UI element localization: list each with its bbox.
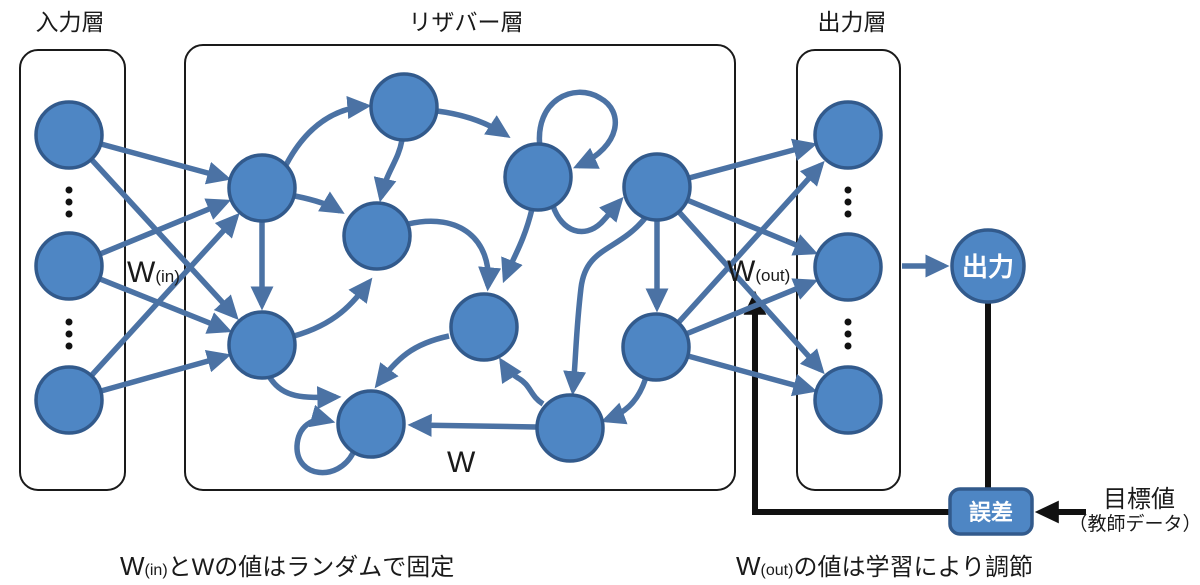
w-in-label: W(in) [127,256,180,289]
input-node [34,100,104,170]
caption-left: W(in)とWの値はランダムで固定 [120,551,454,581]
edge-e-h [563,215,649,396]
edge-in3-a [88,212,240,378]
edge-g-selfloop [294,404,356,476]
reservoir-node [622,152,692,222]
edge-j-g [374,333,450,389]
output-value-label: 出力 [962,252,1014,282]
output-nodes [813,100,883,435]
edge-c-j [407,218,502,292]
reservoir-edges [250,89,669,476]
edge-e-out2 [685,197,819,256]
input-node [34,231,104,301]
ellipsis-dots [65,318,73,350]
edge-in1-f [88,157,239,321]
caption-right: W(out)の値は学習により調節 [736,551,1033,581]
edge-a-b [283,95,372,167]
output-node [813,365,883,435]
output-layer-title: 出力層 [818,9,887,35]
edge-i-h [600,376,649,425]
output-node [813,100,883,170]
feedback-paths [743,290,1086,524]
edge-e-out1 [688,138,818,181]
error-to-wout-arrow [743,290,950,515]
reservoir-node [503,142,573,212]
reservoir-layer-title: リザバー層 [409,9,524,35]
edge-in3-f [100,349,232,394]
error-box [948,487,1034,536]
ellipsis-dots [844,318,852,350]
edge-in2-f [98,276,233,334]
w-out-label: W(out) [727,255,790,288]
reservoir-nodes [227,72,692,463]
output-node [813,232,883,302]
edge-i-out3 [687,353,818,397]
reservoir-node [621,312,691,382]
target-value-label: 目標値 [1103,486,1175,513]
reservoir-node [535,393,605,463]
reservoir-node [227,310,297,380]
input-weight-arrows [88,141,240,394]
teacher-data-label: （教師データ） [1068,513,1200,535]
edge-d-j [501,208,535,284]
output-weight-arrows [675,138,950,397]
input-node [34,365,104,435]
input-layer-title: 入力層 [36,9,105,35]
edge-e-out3 [676,210,825,375]
edge-in2-a [98,198,232,257]
reservoir-node [369,72,439,142]
ellipsis-dots [65,186,73,218]
edge-i-out1 [675,160,825,325]
edge-b-d [436,108,511,139]
edge-h-j [499,357,545,407]
edge-d-selfloop [536,89,618,169]
edge-b-c [373,139,405,203]
ellipsis-dots [844,186,852,218]
reservoir-node [227,153,297,223]
reservoir-node [449,292,519,362]
edge-in1-a [100,141,232,185]
edge-h-g [407,413,537,437]
edge-a-c [294,191,345,214]
edge-i-out2 [684,278,819,337]
error-label: 誤差 [969,500,1013,525]
edge-f-g [266,374,342,410]
w-label: W [447,446,476,479]
input-nodes [34,100,104,435]
edge-f-c [293,277,373,339]
reservoir-node [336,389,406,459]
reservoir-node [342,201,412,271]
output-value-node [950,228,1026,304]
edge-d-e [550,196,624,235]
